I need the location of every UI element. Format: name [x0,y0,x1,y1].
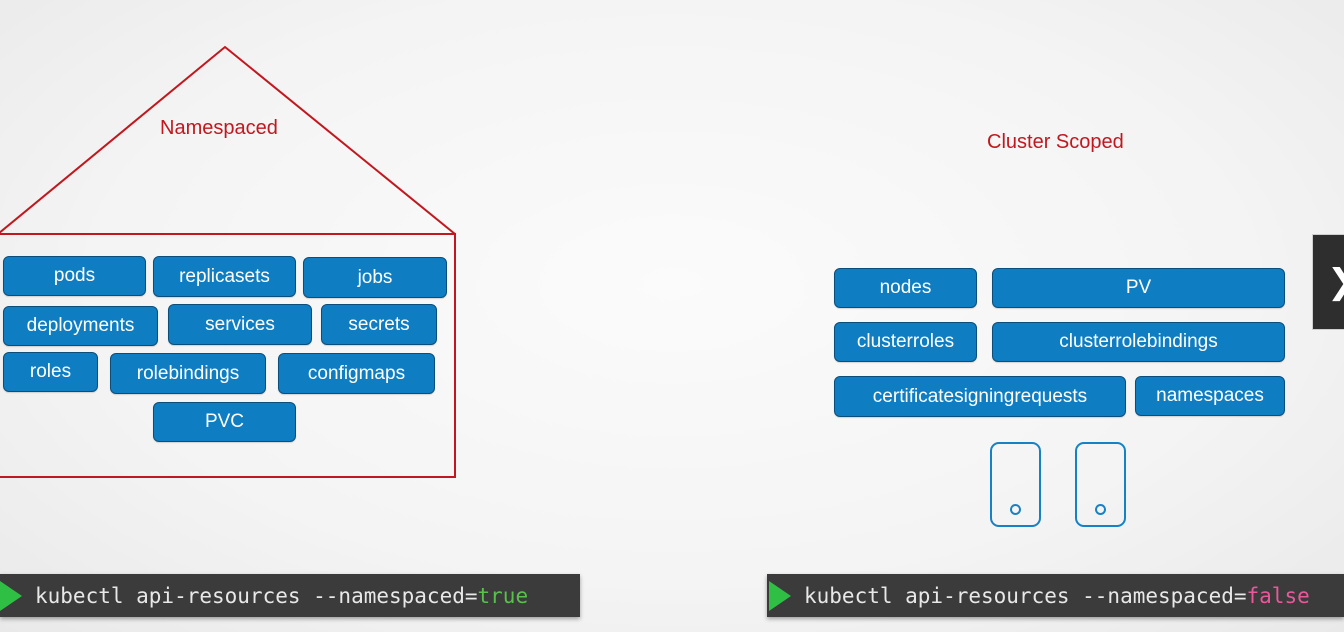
resource-pvc: PVC [153,402,296,442]
resource-pods: pods [3,256,146,296]
resource-roles: roles [3,352,98,392]
resource-clusterrolebindings: clusterrolebindings [992,322,1285,362]
namespaced-label: Namespaced [160,117,278,139]
cluster-scoped-label: Cluster Scoped [987,131,1124,153]
chevron-right-icon: ❯ [1327,262,1344,302]
server-node-icon [1075,442,1126,527]
resource-jobs: jobs [303,257,447,298]
resource-secrets: secrets [321,304,437,345]
play-triangle-icon [0,580,22,611]
command-value-false: false [1246,583,1310,608]
resource-certificatesigningrequests: certificatesigningrequests [834,376,1126,417]
resource-clusterroles: clusterroles [834,322,977,362]
node-indicator-dot [1010,504,1021,515]
cluster-command-terminal: kubectl api-resources --namespaced=false [767,574,1344,617]
resource-configmaps: configmaps [278,353,435,394]
server-node-icon [990,442,1041,527]
next-slide-button[interactable]: ❯ [1312,234,1344,330]
command-text: kubectl api-resources --namespaced= [35,583,478,608]
house-roof [0,45,456,235]
resource-replicasets: replicasets [153,256,296,297]
house-body [0,233,456,478]
resource-services: services [168,304,312,345]
resource-namespaces: namespaces [1135,376,1285,416]
command-text: kubectl api-resources --namespaced= [804,583,1247,608]
node-indicator-dot [1095,504,1106,515]
resource-deployments: deployments [3,306,158,346]
resource-pv: PV [992,268,1285,308]
command-value-true: true [477,583,529,608]
play-triangle-icon [769,580,791,611]
resource-nodes: nodes [834,268,977,308]
resource-rolebindings: rolebindings [110,353,266,394]
namespaced-command-terminal: kubectl api-resources --namespaced=true [0,574,580,617]
